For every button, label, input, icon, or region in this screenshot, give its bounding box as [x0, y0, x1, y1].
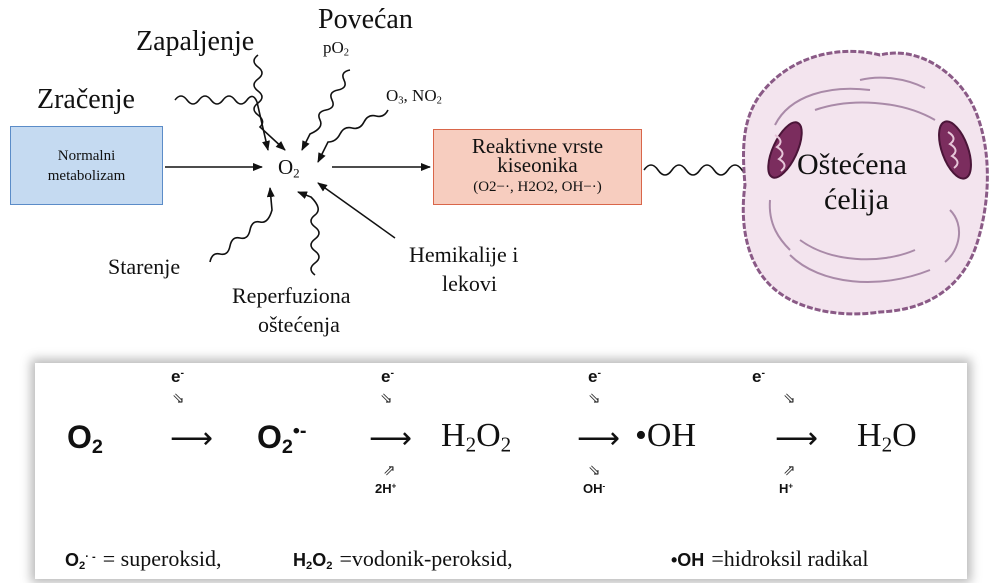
product-oh: OH-	[583, 481, 606, 496]
chain-hydroxyl: •OH	[635, 417, 697, 454]
cell-label-line1: Oštećena	[797, 148, 907, 181]
chain-arrow-1: ⟶	[170, 421, 214, 456]
hollow-arrow-4: ⇘	[783, 389, 796, 407]
electron-4: e-	[752, 367, 765, 386]
label-zapaljenje: Zapaljenje	[136, 26, 255, 57]
label-povecan: Povećan	[318, 4, 413, 35]
mitochondrion-left	[767, 121, 803, 179]
reduction-chain-panel: e- e- e- e- ⇘ ⇘ ⇘ ⇘ O2 ⟶ O2•- ⟶ H2O2 ⟶ •…	[35, 363, 967, 579]
wavy-zapaljenje	[253, 54, 286, 151]
chain-superoxide: O2•-	[257, 419, 307, 458]
chain-h2o2: H2O2	[441, 417, 512, 457]
legend-superoxide: O2· - = superoksid,	[65, 546, 222, 572]
hollow-arrow-below-4: ⇗	[783, 461, 796, 479]
cell-label-line2: ćelija	[824, 183, 889, 216]
hollow-arrow-1: ⇘	[172, 389, 185, 407]
hollow-arrow-3: ⇘	[588, 389, 601, 407]
electron-2: e-	[381, 367, 394, 386]
label-o3-no2: O3, NO2	[386, 86, 442, 107]
label-hemikalije: Hemikalije i	[409, 242, 519, 267]
hollow-arrow-below-2: ⇗	[383, 461, 396, 479]
label-po2: pO2	[323, 38, 350, 59]
damaged-cell	[741, 49, 989, 316]
label-ostecenja: oštećenja	[258, 312, 340, 337]
ros-box: Reaktivne vrste kiseonika (O2−·, H2O2, O…	[433, 129, 642, 205]
normal-metabolism-line2: metabolizam	[47, 167, 126, 184]
label-reperfuziona: Reperfuziona	[232, 283, 351, 308]
product-2h: 2H+	[375, 481, 397, 496]
chain-arrow-2: ⟶	[369, 421, 413, 456]
legend-hydroxyl: •OH =hidroksil radikal	[671, 546, 869, 571]
wavy-reperfuziona	[297, 191, 320, 276]
electron-1: e-	[171, 367, 184, 386]
chain-h2o: H2O	[857, 417, 917, 457]
normal-metabolism-line1: Normalni	[57, 147, 116, 164]
ros-box-species: (O2−·, H2O2, OH−·)	[473, 179, 602, 195]
wavy-po2	[301, 69, 351, 151]
legend-peroxide: H2O2 =vodonik-peroksid,	[293, 546, 513, 572]
wavy-ros-to-cell	[643, 164, 755, 180]
electron-3: e-	[588, 367, 601, 386]
wavy-starenje	[209, 187, 275, 263]
wavy-o3no2	[317, 109, 389, 163]
ros-box-line2: kiseonika	[497, 153, 578, 177]
product-h: H+	[779, 481, 794, 496]
label-lekovi: lekovi	[442, 271, 497, 296]
chain-arrow-4: ⟶	[775, 421, 819, 456]
ros-box-line1: Reaktivne vrste	[471, 134, 604, 158]
label-zracenje: Zračenje	[37, 84, 135, 115]
hollow-arrow-2: ⇘	[380, 389, 393, 407]
o2-center-molecule: O2	[278, 155, 300, 181]
label-starenje: Starenje	[108, 254, 181, 279]
normal-metabolism-box: Normalni metabolizam	[10, 126, 163, 205]
hollow-arrow-below-3: ⇘	[588, 461, 601, 479]
chain-arrow-3: ⟶	[577, 421, 621, 456]
arrow-hemikalije-to-o2	[317, 182, 396, 239]
wavy-zracenje	[174, 95, 270, 151]
chain-o2: O2	[67, 419, 103, 458]
